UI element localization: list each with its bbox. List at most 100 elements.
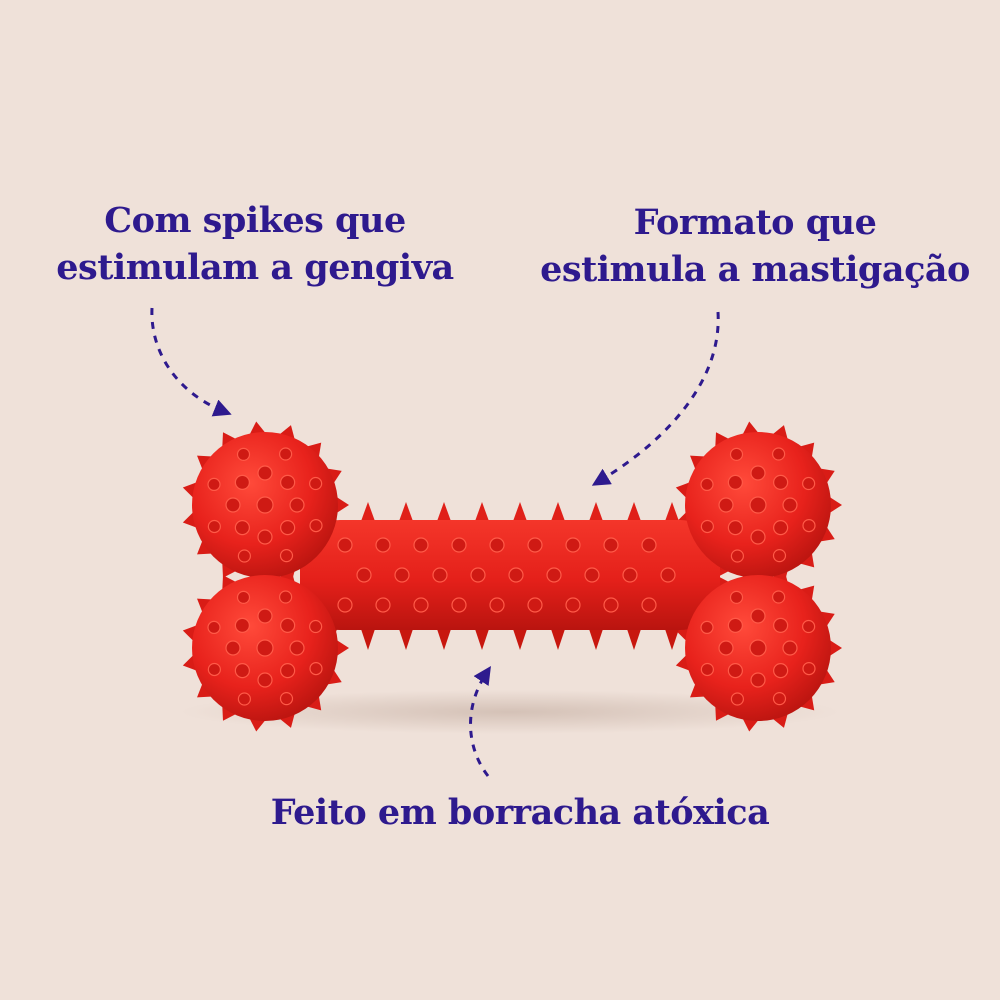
toy-nub: [718, 497, 734, 513]
toy-spike: [550, 502, 566, 524]
toy-spike: [512, 626, 528, 650]
toy-nub: [225, 497, 241, 513]
toy-nub: [641, 597, 657, 613]
toy-spike: [398, 626, 414, 650]
toy-nub: [603, 597, 619, 613]
toy-nub: [727, 617, 743, 633]
toy-nub: [773, 520, 789, 536]
toy-spike: [360, 502, 376, 524]
toy-nub: [289, 640, 305, 656]
toy-nub: [772, 692, 787, 706]
toy-nub: [207, 662, 221, 677]
toy-nub: [772, 447, 786, 461]
toy-nub: [279, 549, 294, 563]
toy-nub: [234, 663, 250, 679]
toy-nub: [280, 474, 296, 490]
toy-spike: [436, 626, 452, 650]
toy-nub: [280, 520, 296, 536]
toy-nub: [356, 567, 372, 583]
toy-nub: [700, 620, 714, 634]
toy-nub: [237, 549, 251, 563]
toy-nub: [432, 567, 448, 583]
toy-nub: [730, 692, 744, 706]
toy-nub: [257, 608, 273, 624]
toy-nub: [772, 549, 787, 563]
toy-nub: [750, 529, 766, 545]
toy-nub: [375, 537, 391, 553]
toy-nub: [309, 619, 323, 634]
toy-nub: [641, 537, 657, 553]
toy-nub: [565, 597, 581, 613]
toy-nub: [749, 496, 767, 514]
toy-nub: [236, 590, 251, 604]
callout-spikes-gums: Com spikes que estimulam a gengiva: [40, 197, 470, 291]
toy-nub: [337, 597, 353, 613]
toy-spike: [474, 502, 490, 524]
toy-nub: [309, 662, 323, 676]
toy-nub: [802, 619, 816, 634]
toy-nub: [527, 537, 543, 553]
callout-non-toxic-rubber: Feito em borracha atóxica: [230, 789, 810, 836]
toy-nub: [773, 663, 789, 679]
toy-nub: [750, 672, 766, 688]
toy-nub: [225, 640, 241, 656]
toy-surface-nubs: [207, 447, 816, 706]
toy-nub: [727, 474, 743, 490]
toy-nub: [718, 640, 734, 656]
toy-nub: [309, 476, 323, 491]
toy-nub: [782, 497, 798, 513]
toy-nub: [603, 537, 619, 553]
toy-spike: [664, 626, 680, 650]
toy-nub: [207, 519, 221, 534]
toy-nub: [730, 549, 744, 563]
toy-nub: [802, 519, 816, 533]
toy-spike: [588, 626, 604, 650]
toy-spike: [474, 626, 490, 650]
toy-nub: [802, 662, 816, 676]
toy-nub: [237, 692, 251, 706]
toy-nub: [207, 477, 221, 491]
toy-nub: [546, 567, 562, 583]
toy-nub: [279, 692, 294, 706]
toy-nub: [280, 617, 296, 633]
toy-nub: [489, 597, 505, 613]
toy-nub: [451, 597, 467, 613]
toy-nub: [489, 537, 505, 553]
toy-nub: [413, 537, 429, 553]
toy-nub: [289, 497, 305, 513]
toy-nub: [256, 496, 274, 514]
toy-nub: [280, 663, 296, 679]
callout-rubber-line-1: Feito em borracha atóxica: [270, 792, 770, 833]
callout-chew-line-2: estimula a mastigação: [540, 249, 970, 290]
toy-spike: [436, 502, 452, 524]
toy-nub: [413, 597, 429, 613]
toy-nub: [375, 597, 391, 613]
toy-nub: [773, 617, 789, 633]
toy-nub: [782, 640, 798, 656]
toy-nub: [256, 639, 274, 657]
toy-nub: [750, 465, 766, 481]
toy-nub: [622, 567, 638, 583]
toy-nub: [257, 672, 273, 688]
toy-nub: [508, 567, 524, 583]
toy-nub: [565, 537, 581, 553]
toy-nub: [772, 590, 786, 604]
toy-spike: [626, 626, 642, 650]
toy-nub: [727, 520, 743, 536]
spiked-bone-chew-toy-icon: [182, 421, 842, 732]
toy-nub: [749, 639, 767, 657]
callout-gums-line-1: Com spikes que: [104, 200, 406, 241]
toy-nub: [451, 537, 467, 553]
toy-spike: [626, 502, 642, 524]
toy-spike: [512, 502, 528, 524]
toy-spike: [398, 502, 414, 524]
toy-spike: [664, 502, 680, 524]
toy-nub: [700, 519, 714, 534]
toy-nub: [234, 617, 250, 633]
toy-nub: [257, 465, 273, 481]
arrow-to-left-spikes: [150, 307, 232, 417]
toy-spike: [550, 626, 566, 650]
toy-nub: [207, 620, 221, 634]
